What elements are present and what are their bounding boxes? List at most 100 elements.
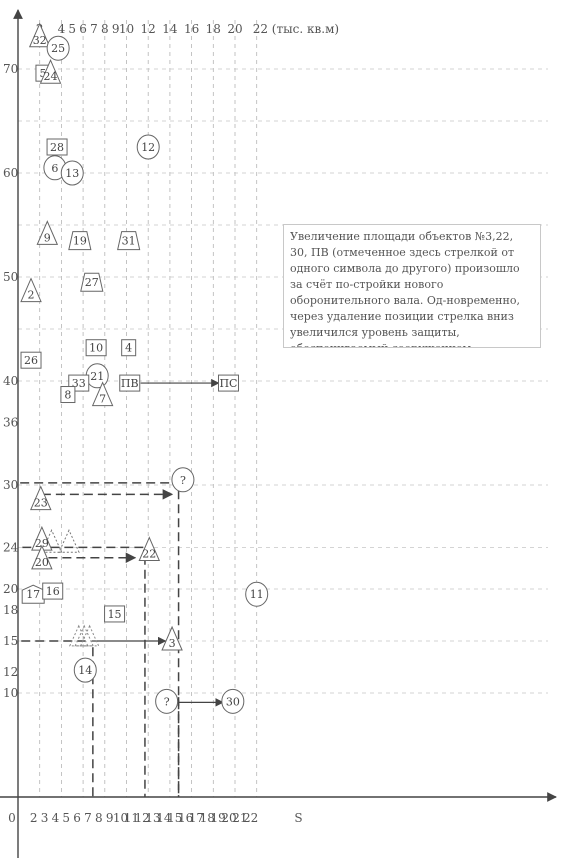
y-tick-label: 12 — [3, 665, 18, 679]
object-marker: 17 — [21, 584, 45, 604]
marker-trapezoid — [117, 231, 141, 251]
marker-triangle — [138, 536, 161, 562]
marker-label: 29 — [35, 537, 49, 550]
marker-label: 11 — [250, 588, 264, 601]
x-top-tick-label: 16 — [184, 22, 199, 36]
x-top-tick-label: 12 — [141, 22, 156, 36]
marker-triangle — [20, 277, 42, 303]
marker-circle — [221, 688, 245, 714]
marker-label: ПС — [219, 377, 237, 390]
object-marker: 26 — [20, 351, 42, 369]
object-marker: 8 — [60, 386, 76, 404]
marker-triangle — [91, 381, 114, 407]
object-marker: 6 — [43, 155, 67, 181]
x-tick-label: 7 — [84, 811, 92, 825]
marker-label: 16 — [46, 585, 60, 598]
object-marker: 7 — [91, 381, 114, 407]
y-tick-label: 60 — [3, 166, 18, 180]
x-tick-label: 3 — [41, 811, 49, 825]
object-marker: 23 — [30, 485, 52, 511]
marker-circle — [155, 688, 179, 714]
marker-label: 7 — [99, 393, 106, 406]
marker-label: 4 — [125, 342, 132, 355]
x-top-tick-label: 5 — [68, 22, 76, 36]
marker-label: 26 — [24, 354, 38, 367]
marker-square — [20, 351, 42, 369]
object-marker: 24 — [39, 58, 62, 84]
object-marker: 32 — [28, 22, 51, 48]
object-marker: ? — [155, 688, 179, 714]
object-marker: 3 — [161, 625, 183, 651]
marker-circle — [60, 160, 84, 186]
marker-label: 10 — [89, 342, 103, 355]
x-tick-label: 13 — [145, 811, 160, 825]
marker-triangle — [28, 22, 51, 48]
x-tick-label: 2 — [30, 811, 38, 825]
x-top-tick-label: 9 — [112, 22, 120, 36]
ghost-triangle — [68, 624, 89, 647]
marker-triangle — [31, 544, 53, 570]
x-tick-label: 16 — [178, 811, 193, 825]
marker-label: 12 — [141, 141, 155, 154]
marker-label: 30 — [226, 695, 240, 708]
marker-label: 15 — [108, 608, 122, 621]
marker-label: ПВ — [121, 377, 139, 390]
marker-label: 24 — [44, 70, 58, 83]
x-tick-label: 15 — [167, 811, 182, 825]
x-top-tick-labels: 245678910121416182022 (тыс. кв.м) — [36, 22, 339, 36]
marker-label: ? — [180, 474, 186, 487]
marker-label: 19 — [73, 235, 87, 248]
marker-circle — [171, 467, 195, 493]
marker-label: 14 — [78, 664, 92, 677]
marker-square — [104, 605, 126, 623]
x-top-tick-label: 7 — [90, 22, 98, 36]
marker-label: ? — [164, 695, 170, 708]
annotation-box: Увеличение площади объектов №3,22, 30, П… — [283, 224, 541, 348]
marker-label: 6 — [51, 162, 58, 175]
y-tick-label: 36 — [3, 416, 18, 430]
marker-trapezoid — [68, 231, 92, 251]
y-tick-label: 10 — [3, 686, 18, 700]
marker-label: 32 — [33, 34, 47, 47]
marker-label: 5 — [39, 67, 46, 80]
marker-triangle — [30, 485, 52, 511]
marker-circle — [73, 657, 97, 683]
object-marker: 14 — [73, 657, 97, 683]
x-top-tick-label: 10 — [119, 22, 134, 36]
object-marker: 16 — [42, 582, 64, 600]
object-marker: 19 — [68, 231, 92, 251]
object-marker: 22 — [138, 536, 161, 562]
x-top-tick-label: 22 (тыс. кв.м) — [253, 22, 339, 36]
marker-label: 2 — [28, 289, 35, 302]
object-marker: 11 — [245, 581, 269, 607]
y-tick-label: 18 — [3, 603, 18, 617]
object-marker: 10 — [85, 339, 107, 357]
marker-square — [217, 374, 239, 392]
marker-square — [85, 339, 107, 357]
marker-triangle — [161, 625, 183, 651]
x-tick-label: 6 — [73, 811, 81, 825]
marker-circle — [136, 134, 160, 160]
object-marker: 30 — [221, 688, 245, 714]
y-tick-label: 30 — [3, 478, 18, 492]
object-marker: 20 — [31, 544, 53, 570]
marker-square — [42, 582, 64, 600]
object-marker: 9 — [36, 220, 59, 245]
marker-circle — [46, 35, 70, 61]
x-tick-label: 17 — [189, 811, 204, 825]
y-tick-label: 40 — [3, 374, 18, 388]
marker-label: 9 — [44, 231, 51, 244]
object-marker: 15 — [104, 605, 126, 623]
object-marker: 31 — [117, 231, 141, 251]
object-marker: ПВ — [119, 374, 141, 392]
y-tick-label: 70 — [3, 62, 18, 76]
x-tick-label: 22 — [243, 811, 258, 825]
object-marker: 12 — [136, 134, 160, 160]
marker-square — [121, 339, 137, 357]
object-marker: 4 — [121, 339, 137, 357]
object-marker: 2 — [20, 277, 42, 303]
x-tick-label: 5 — [62, 811, 70, 825]
